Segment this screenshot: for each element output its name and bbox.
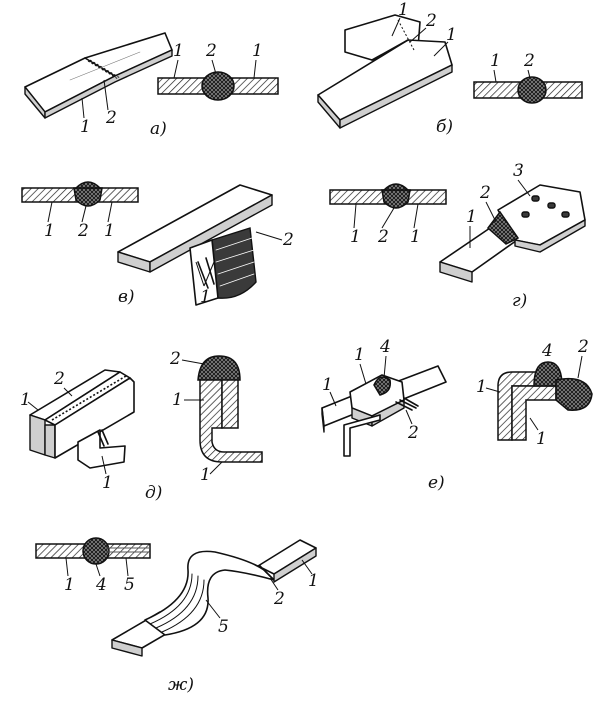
label-e-sec-4: 4 [541,341,553,361]
joint-e-iso [321,365,447,457]
label-g-sec-1b: 1 [410,227,421,247]
label-d-sec-2: 2 [169,349,181,369]
joint-b: 1 2 1 1 2 б) [317,0,583,137]
caption-g: г) [512,291,527,311]
label-a-2: 2 [105,108,117,128]
label-zh-2: 2 [273,589,285,609]
label-e-sec-1b: 1 [536,429,547,449]
joint-a-iso [24,32,173,119]
label-v-sec-2: 2 [77,221,89,241]
label-g-sec-1a: 1 [350,227,361,247]
caption-zh: ж) [168,675,194,695]
label-d-sec-1b: 1 [200,465,211,485]
joint-d-iso [29,369,135,469]
joint-zh: 1 4 5 1 2 5 ж) [35,537,319,695]
joint-zh-section [35,537,151,565]
caption-a: а) [150,119,167,139]
label-a-sec-1a: 1 [173,41,184,61]
caption-e: е) [428,473,445,493]
label-d-sec-1a: 1 [172,390,183,410]
label-zh-sec-4: 4 [95,575,107,595]
joint-b-section [473,76,583,104]
label-v-1: 1 [200,287,211,307]
joint-g-section [329,183,447,209]
joint-b-iso [317,14,453,129]
label-e-2: 2 [407,423,419,443]
joint-v-iso [117,184,273,306]
label-g-sec-2: 2 [377,227,389,247]
label-zh-5: 5 [218,617,229,637]
caption-b: б) [436,117,453,137]
joint-e-section [497,361,593,441]
label-d-2: 2 [53,369,65,389]
label-e-sec-2: 2 [577,337,589,357]
joint-d-section [197,355,263,463]
label-b-sec-2: 2 [523,51,535,71]
label-e-4: 4 [379,337,391,357]
label-e-1b: 1 [322,375,333,395]
label-a-1: 1 [80,117,91,137]
joint-a: 1 2 1 2 1 а) [24,32,279,139]
label-zh-sec-1: 1 [64,575,75,595]
label-b-1a: 1 [398,0,409,20]
label-g-2: 2 [479,183,491,203]
label-zh-1: 1 [308,571,319,591]
caption-d: д) [145,483,162,503]
label-a-sec-2: 2 [205,41,217,61]
label-g-1: 1 [466,207,477,227]
label-v-2: 2 [282,230,294,250]
joint-v: 1 2 1 2 1 в) [21,181,294,307]
joint-zh-iso [111,539,317,657]
label-b-2: 2 [425,11,437,31]
label-d-1a: 1 [20,390,31,410]
joint-a-section [157,71,279,101]
joint-g: 1 2 1 3 2 1 г) [329,161,586,311]
label-b-sec-1: 1 [490,51,501,71]
label-e-sec-1a: 1 [476,377,487,397]
label-d-1b: 1 [102,473,113,493]
label-zh-sec-5: 5 [124,575,135,595]
joint-d: 1 2 1 2 1 1 д) [20,349,263,503]
label-g-3: 3 [513,161,524,181]
label-e-1a: 1 [354,345,365,365]
label-b-1b: 1 [446,25,457,45]
joint-g-iso [439,184,586,283]
joint-e: 1 4 1 2 4 2 1 1 е) [321,337,593,493]
joint-v-section [21,181,139,207]
label-v-sec-1a: 1 [44,221,55,241]
caption-v: в) [118,287,135,307]
label-v-sec-1b: 1 [104,221,115,241]
label-a-sec-1b: 1 [252,41,263,61]
